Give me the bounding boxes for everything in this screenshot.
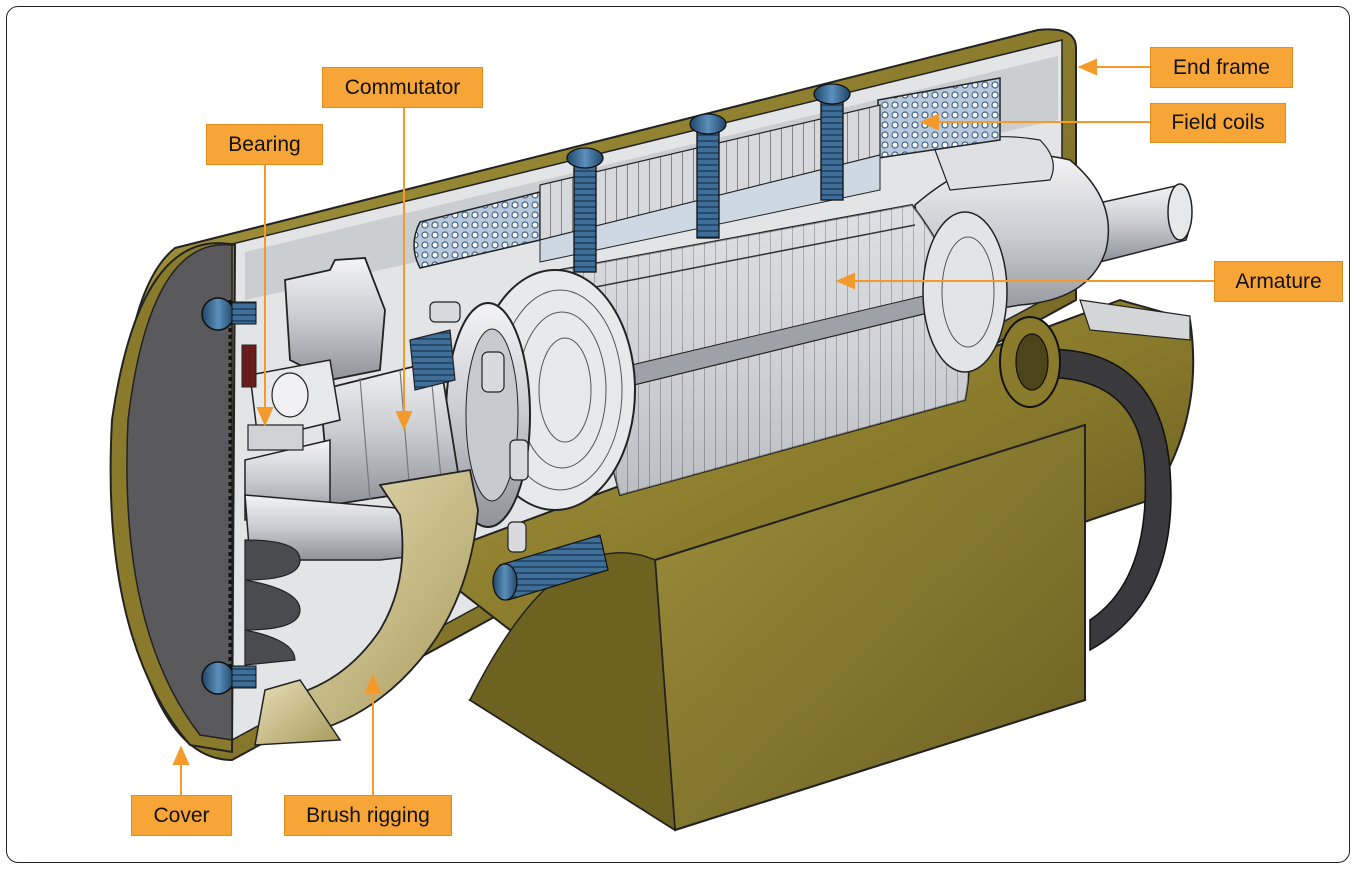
label-commutator: Commutator bbox=[322, 67, 483, 108]
label-armature: Armature bbox=[1214, 261, 1343, 302]
label-brush-rigging: Brush rigging bbox=[284, 795, 452, 836]
figure-frame bbox=[6, 6, 1350, 863]
label-field-coils: Field coils bbox=[1150, 103, 1286, 143]
label-cover: Cover bbox=[131, 795, 232, 836]
label-bearing: Bearing bbox=[206, 124, 323, 165]
label-end-frame: End frame bbox=[1150, 47, 1293, 88]
